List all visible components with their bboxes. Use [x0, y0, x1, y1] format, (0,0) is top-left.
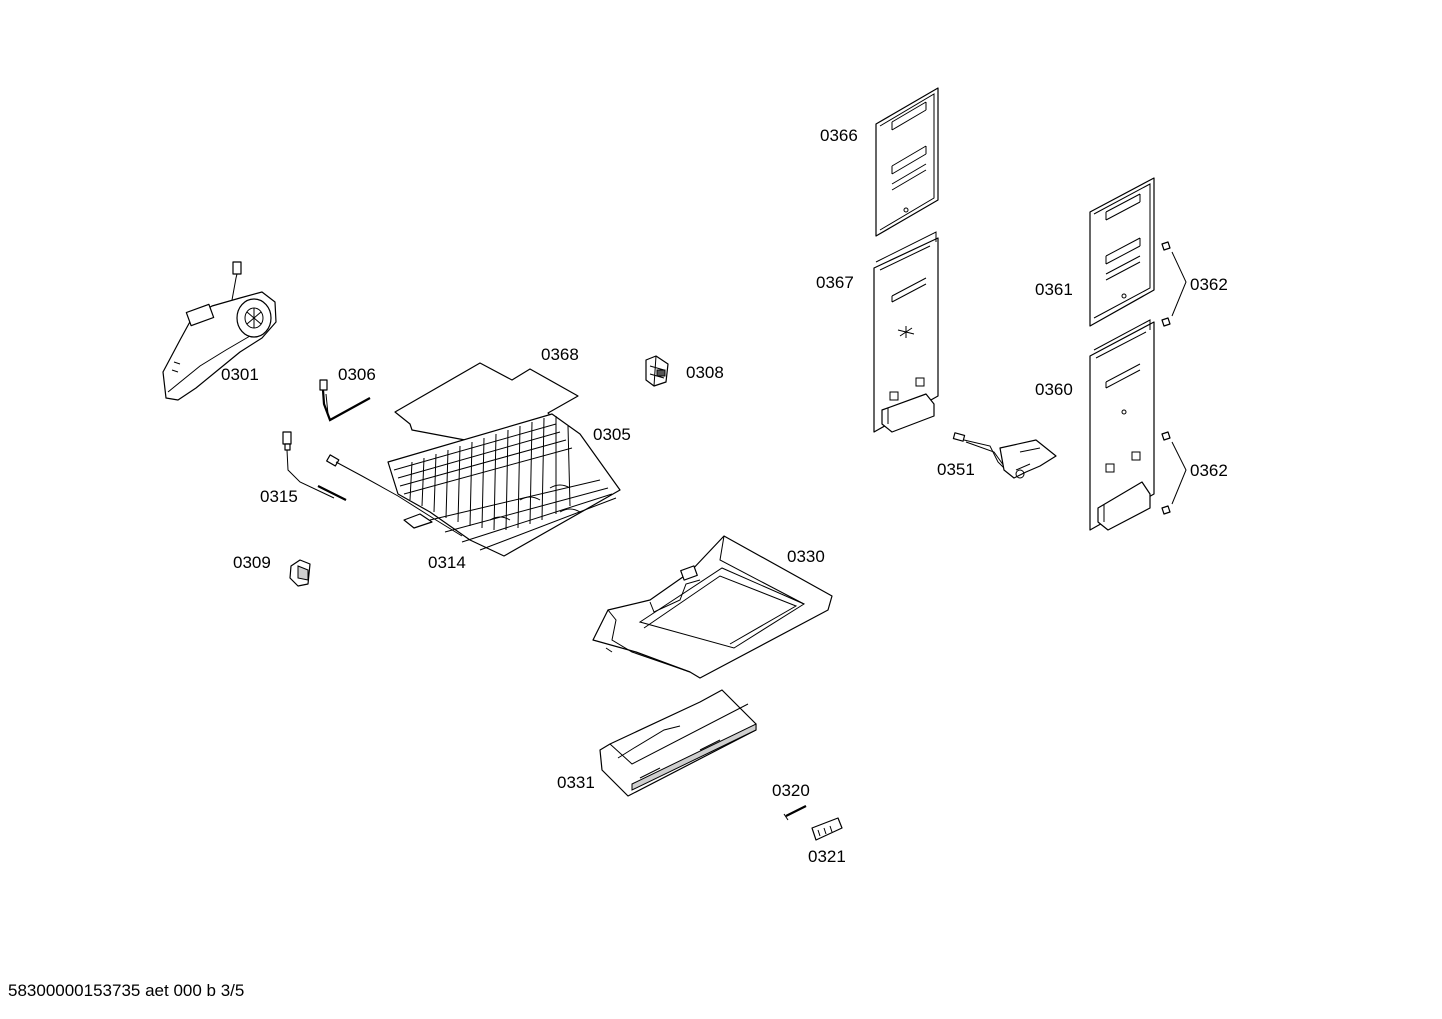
- label-0320: 0320: [772, 781, 810, 800]
- part-0351-lamp-holder: [952, 432, 1057, 479]
- part-0331-front-cover: [599, 689, 757, 797]
- label-0362-top: 0362: [1190, 275, 1228, 294]
- part-0315-wire: [282, 431, 347, 501]
- label-0331: 0331: [557, 773, 595, 792]
- label-0301: 0301: [221, 365, 259, 384]
- part-0314-heater-wire: [326, 454, 463, 537]
- part-0330-tray: [592, 535, 833, 679]
- part-0361-panel: [1089, 177, 1155, 327]
- document-footer-code: 58300000153735 aet 000 b 3/5: [8, 981, 245, 1000]
- part-0301-fan-housing: [162, 261, 277, 401]
- part-0320-pin: [783, 805, 807, 821]
- label-0315: 0315: [260, 487, 298, 506]
- part-0309-clip: [289, 559, 311, 587]
- label-0308: 0308: [686, 363, 724, 382]
- label-0306: 0306: [338, 365, 376, 384]
- part-0362-screws-bottom: [1161, 431, 1187, 515]
- part-0360-panel: [1089, 319, 1155, 531]
- part-0367-panel: [873, 231, 939, 433]
- label-0330: 0330: [787, 547, 825, 566]
- label-0361: 0361: [1035, 280, 1073, 299]
- label-0351: 0351: [937, 460, 975, 479]
- label-0309: 0309: [233, 553, 271, 572]
- part-0306-sensor: [319, 379, 371, 422]
- part-0362-screws-top: [1161, 241, 1187, 327]
- part-0308-connector: [645, 355, 669, 387]
- label-0362-bottom: 0362: [1190, 461, 1228, 480]
- part-0366-panel: [875, 87, 939, 237]
- label-0314: 0314: [428, 553, 466, 572]
- label-0360: 0360: [1035, 380, 1073, 399]
- label-0367: 0367: [816, 273, 854, 292]
- part-0321-clip: [811, 817, 843, 841]
- part-0305-evaporator: [387, 413, 621, 557]
- label-0368: 0368: [541, 345, 579, 364]
- label-0305: 0305: [593, 425, 631, 444]
- label-0366: 0366: [820, 126, 858, 145]
- label-0321: 0321: [808, 847, 846, 866]
